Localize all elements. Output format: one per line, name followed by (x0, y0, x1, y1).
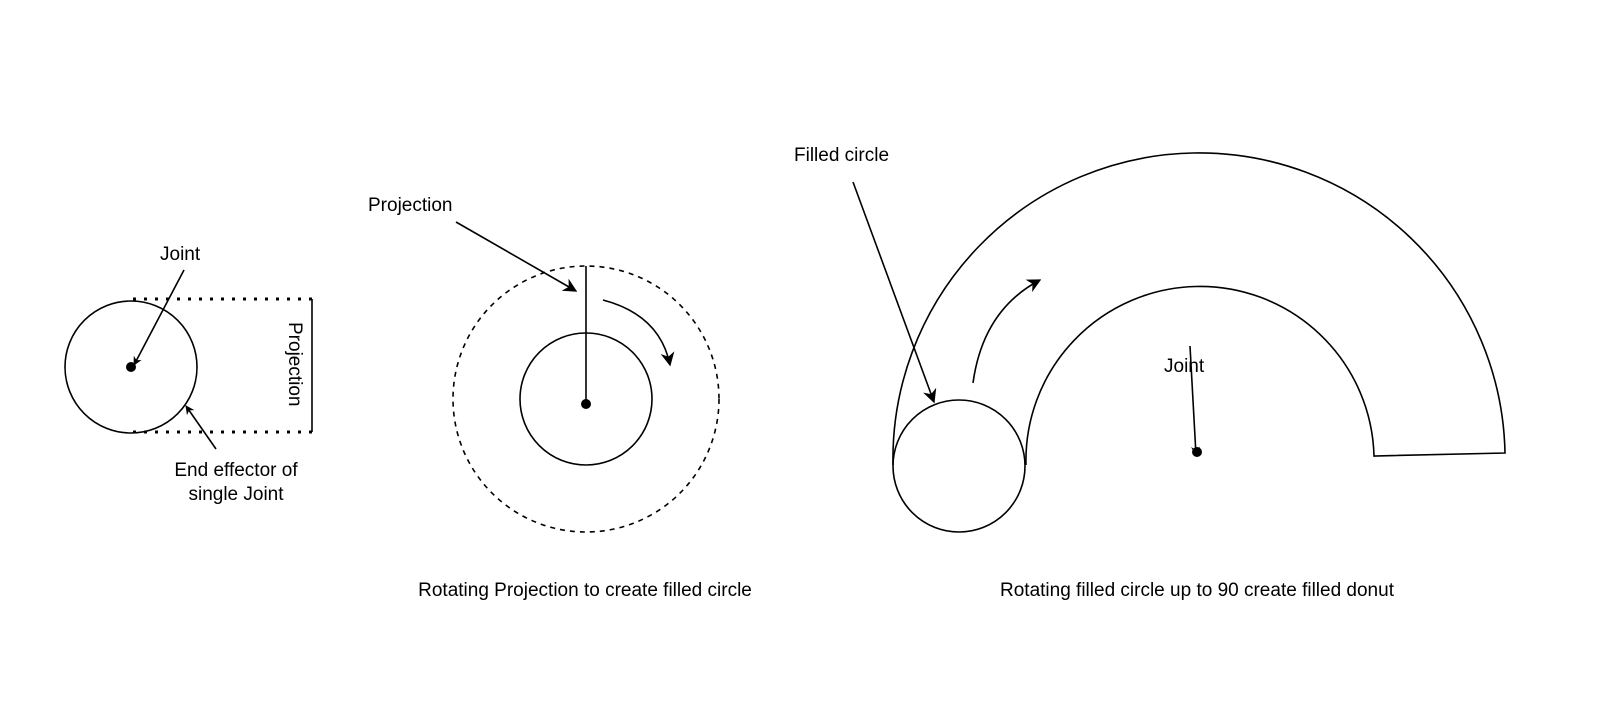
panel-single-joint: Joint Projection End effector of single … (64, 244, 313, 505)
rotation-arrow-counterclockwise (972, 279, 1042, 384)
end-effector-label-line2: single Joint (188, 484, 284, 505)
donut-joint-point (1192, 447, 1202, 457)
donut-shape (892, 152, 1506, 466)
donut-joint-arrow (1189, 345, 1201, 456)
end-effector-label-line1: End effector of (174, 460, 298, 481)
filled-circle-arrow (852, 181, 937, 404)
projection-label-arrow (455, 221, 578, 292)
end-effector-arrow (185, 405, 217, 450)
caption-filled-donut: Rotating filled circle up to 90 create f… (1000, 580, 1395, 601)
single-joint-circle (64, 300, 198, 434)
panel-filled-donut: Filled circle Joint Rotating filled circ… (794, 145, 1506, 601)
filled-circle (892, 399, 1026, 533)
projection-vertical-label: Projection (284, 322, 305, 407)
filled-circle-label: Filled circle (794, 145, 889, 166)
panel-rotating-projection: Projection Rotating Projection to create… (368, 195, 752, 601)
rotation-arrow-clockwise (602, 299, 675, 367)
joint-label: Joint (160, 244, 201, 265)
sweep-dashed-circle (452, 265, 720, 533)
center-point (581, 399, 591, 409)
joint-arrow (133, 269, 185, 366)
projection-label: Projection (368, 195, 453, 216)
caption-filled-circle: Rotating Projection to create filled cir… (418, 580, 752, 601)
donut-joint-label: Joint (1164, 356, 1205, 377)
